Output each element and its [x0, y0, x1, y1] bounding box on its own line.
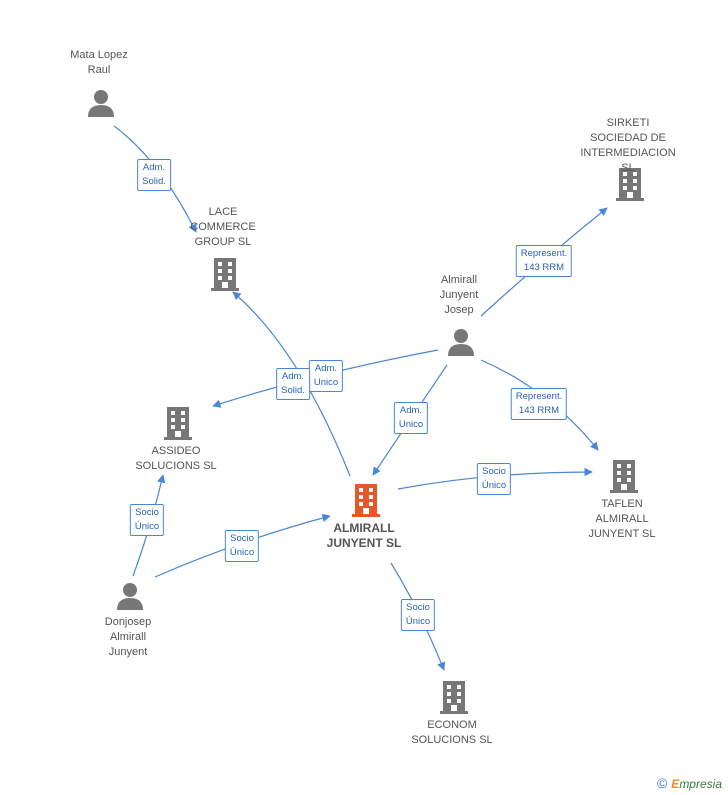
- building-icon[interactable]: [163, 406, 193, 440]
- person-icon[interactable]: [86, 88, 116, 118]
- brand-logo-text: mpresia: [679, 777, 722, 791]
- building-icon[interactable]: [351, 483, 381, 517]
- node-label-econom[interactable]: ECONOM SOLUCIONS SL: [411, 719, 493, 746]
- person-icon[interactable]: [115, 581, 145, 611]
- node-label-sirketi[interactable]: SIRKETI SOCIEDAD DE INTERMEDIACION SL: [580, 117, 676, 174]
- edge-label-josep-to-sirketi: Represent. 143 RRM: [515, 245, 573, 277]
- edge-label-main-to-taflen: Socio Único: [476, 463, 512, 495]
- edge-label-josep-to-taflen: Represent. 143 RRM: [510, 388, 568, 420]
- edge-label-main-to-econom: Socio Único: [400, 599, 436, 631]
- brand-logo-initial: E: [671, 777, 680, 791]
- edge-label-donjosep-to-main: Socio Único: [224, 530, 260, 562]
- node-label-donjosep[interactable]: Donjosep Almirall Junyent: [104, 616, 152, 658]
- building-icon[interactable]: [210, 257, 240, 291]
- copyright-icon: ©: [656, 775, 668, 791]
- node-label-mata-lopez[interactable]: Mata Lopez Raul: [70, 49, 128, 76]
- node-label-almirall-junyent-sl[interactable]: ALMIRALL JUNYENT SL: [326, 521, 402, 550]
- building-icon[interactable]: [439, 680, 469, 714]
- edge-label-josep-to-main: Adm. Unico: [393, 402, 429, 434]
- edge-main-to-lace: [232, 291, 351, 477]
- building-icon[interactable]: [615, 167, 645, 201]
- building-icon[interactable]: [609, 459, 639, 493]
- node-label-taflen[interactable]: TAFLEN ALMIRALL JUNYENT SL: [588, 498, 656, 540]
- edge-label-mata-to-lace: Adm. Solid.: [137, 159, 171, 191]
- node-label-assideo[interactable]: ASSIDEO SOLUCIONS SL: [135, 445, 217, 472]
- node-label-lace-commerce[interactable]: LACE COMMERCE GROUP SL: [190, 206, 256, 248]
- brand-footer: ©Empresia: [657, 775, 722, 791]
- edge-label-josep-to-assideo: Adm. Unico: [308, 360, 344, 392]
- edge-label-donjosep-to-assideo: Socio Único: [129, 504, 165, 536]
- node-label-almirall-josep[interactable]: Almirall Junyent Josep: [439, 274, 479, 316]
- person-icon[interactable]: [446, 327, 476, 357]
- edge-label-main-to-lace: Adm. Solid.: [276, 368, 310, 400]
